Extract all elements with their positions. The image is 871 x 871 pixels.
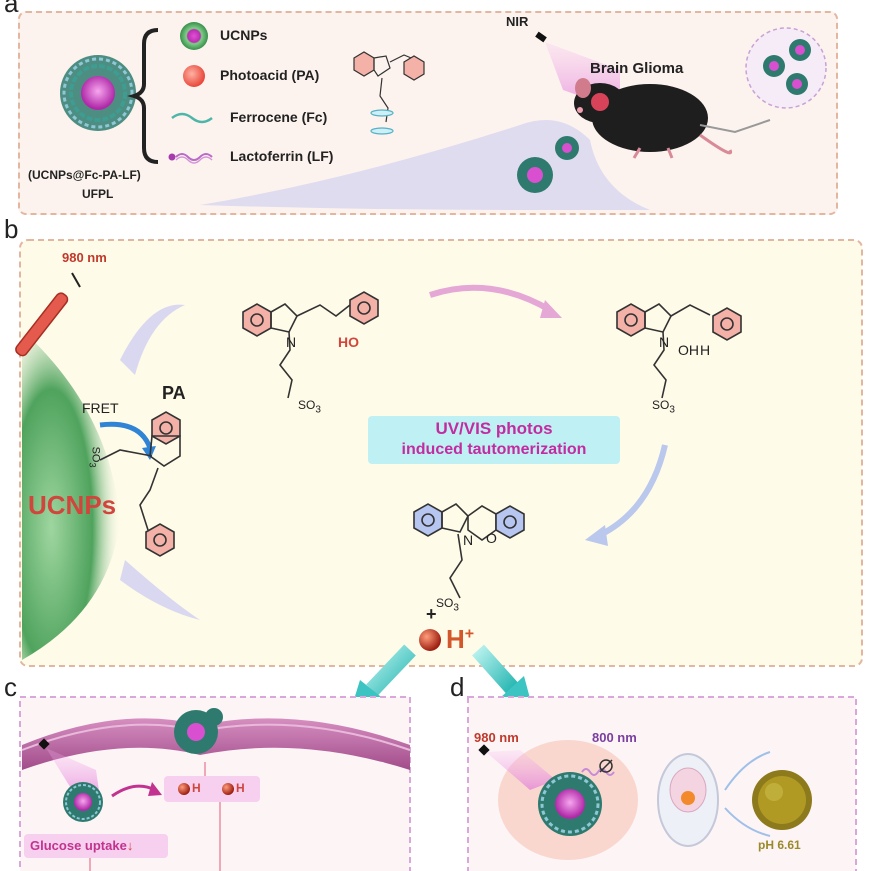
legend-ucnps: UCNPs [220,27,268,43]
tautomer-line2: induced tautomerization [401,441,587,458]
pa-structure-right [616,303,742,399]
fret-label: FRET [82,400,119,416]
arrow-tautomer-2 [598,444,668,538]
laser-d-icon [478,744,556,790]
ufpl-d-icon [538,772,602,836]
panel-letter-b: b [4,214,19,244]
pa-label: PA [162,383,186,403]
ufpl-nanoparticle-icon [60,55,136,131]
panel-letter-c: c [4,672,17,702]
h-label: H [700,342,711,358]
o-label-spiro: O [486,530,497,546]
n-label-top: N [286,334,297,350]
so3-spiro: SO3 [436,596,459,614]
proton-c-2: H [236,781,245,795]
n-label-right: N [659,334,670,350]
laser-980-label: 980 nm [62,250,107,265]
spiropyran-structure [413,503,525,599]
pa-structure-top [242,291,379,399]
tumor-icon [752,770,812,830]
ucnps-hemisphere [22,330,120,660]
ucnps-icon [180,22,208,50]
proton-box [164,776,260,802]
glucose-label: Glucose uptake↓ [30,838,134,853]
proton-c-1: H [192,781,201,795]
nir-label: NIR [506,14,529,29]
lactoferrin-icon [168,153,213,164]
ph-label: pH 6.61 [758,838,801,852]
panel-letter-d: d [450,672,465,702]
teal-arrow-d [472,644,518,694]
legend-lactoferrin: Lactoferrin (LF) [230,148,334,164]
emission-800-label: 800 nm [592,730,637,745]
plus-sign: + [426,604,437,624]
nanoparticle-abbrev: UFPL [82,187,114,201]
so3-left: SO3 [87,446,102,468]
glioma-label: Brain Glioma [590,60,684,77]
proton-label: H+ [446,624,475,654]
so3-right: SO3 [652,398,675,416]
mouse-icon [574,78,771,159]
photoacid-icon [183,65,205,87]
so3-top: SO3 [298,398,321,416]
mouse-brain-icon [657,753,719,847]
ucnps-big-label: UCNPs [28,490,117,520]
ho-label: HO [338,334,359,350]
nanoparticle-label: (UCNPs@Fc-PA-LF) [28,168,141,182]
membrane-particles-icon [174,708,223,754]
zoom-circle [745,27,827,109]
oh-label: OH [678,342,699,358]
ferrocene-structure-icon [370,109,394,135]
legend-ferrocene: Ferrocene (Fc) [230,109,328,125]
tautomer-box [368,416,620,464]
laser-980-d-label: 980 nm [474,730,519,745]
ufpl-c-icon [63,782,103,822]
n-label-spiro: N [463,532,474,548]
proton-icon [419,629,441,651]
laser-980-icon [15,272,81,357]
ferrocene-icon [171,112,213,124]
injected-particles-icon [517,136,579,193]
panel-letter-a: a [4,0,19,18]
fret-arrow [99,421,153,449]
brace [127,28,159,164]
glucose-box [24,834,168,858]
zoom-particles-icon [763,39,811,95]
cell-membrane [22,718,410,770]
emission-800-icon [581,759,615,776]
tautomer-line1: UV/VIS photos [435,419,553,438]
arrow-tautomer-1 [429,284,552,313]
swoosh-a [200,120,650,210]
teal-arrow-c [366,644,416,696]
pa-structure-left [99,411,181,557]
photoacid-structure-icon [353,51,425,123]
legend-photoacid: Photoacid (PA) [220,67,320,83]
